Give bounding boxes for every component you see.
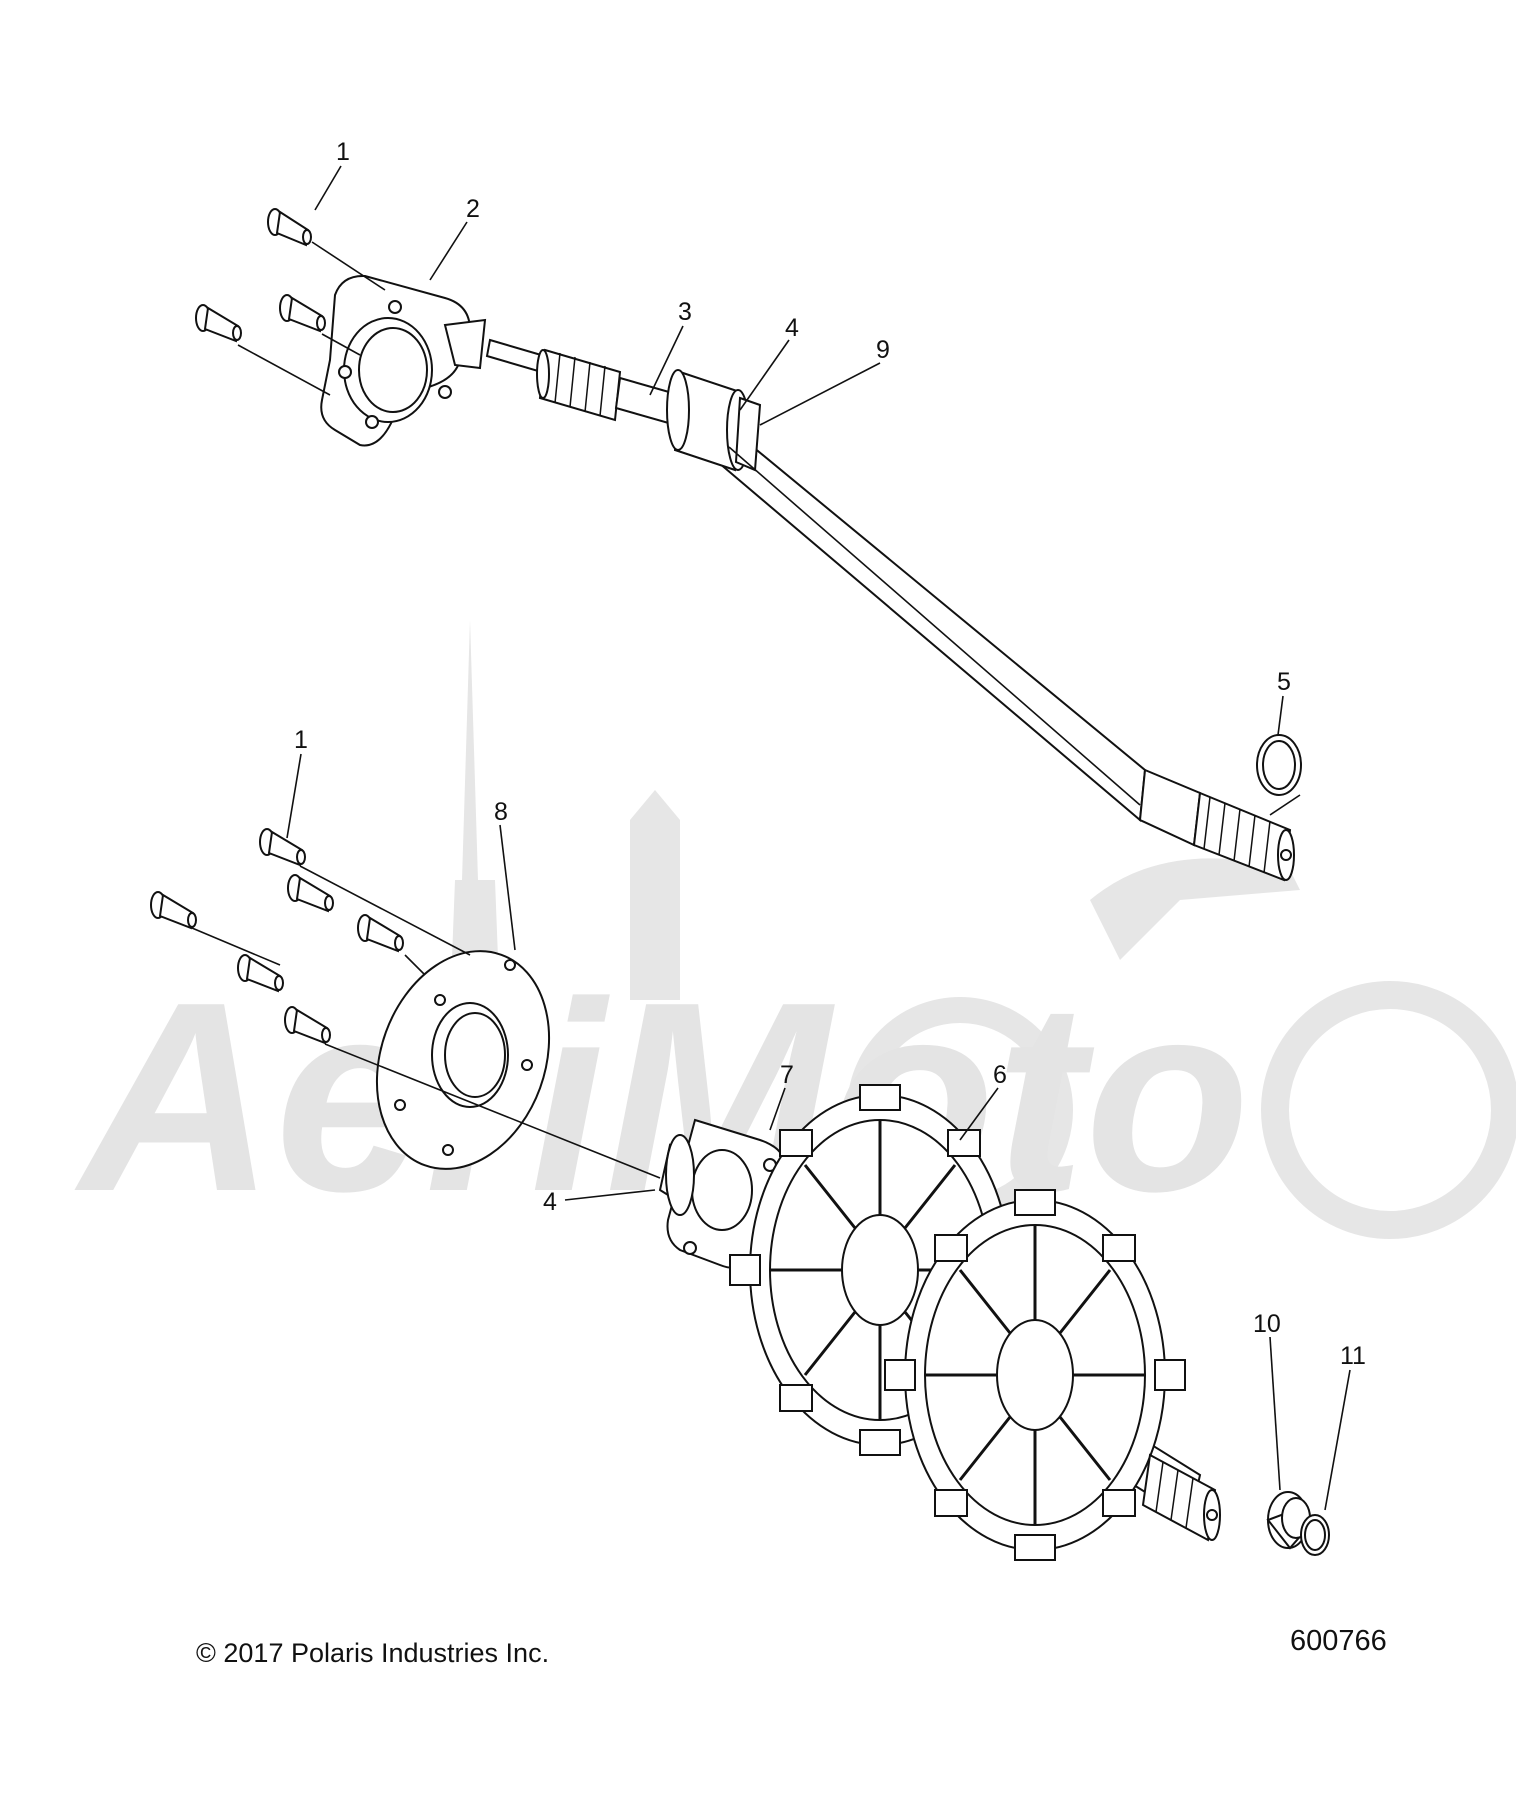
bolt bbox=[150, 891, 197, 930]
callout-bearing-cup: 10 bbox=[1253, 1310, 1281, 1338]
callout-bearing-lower: 4 bbox=[543, 1188, 557, 1216]
callout-labels: 1 2 3 4 9 5 1 8 7 6 4 10 11 bbox=[294, 138, 1366, 1370]
watermark-tower bbox=[630, 790, 680, 1000]
lower-assembly bbox=[150, 828, 1330, 1561]
watermark-text: AeriMoto bbox=[72, 947, 1250, 1248]
drive-shaft bbox=[536, 348, 1295, 882]
flange-cutout bbox=[443, 318, 487, 370]
bolt bbox=[357, 914, 404, 953]
watermark-motorcycle-frame bbox=[1090, 858, 1300, 960]
drive-sprocket bbox=[884, 1189, 1186, 1561]
callout-bolt-upper: 1 bbox=[336, 138, 350, 166]
bolt bbox=[237, 954, 284, 993]
diagram-number: 600766 bbox=[1290, 1625, 1387, 1657]
watermark-wheel bbox=[1261, 981, 1516, 1239]
bearing bbox=[665, 1134, 695, 1216]
sprocket-axle bbox=[658, 1084, 1221, 1561]
callout-snap-ring-upper: 5 bbox=[1277, 668, 1291, 696]
callout-flange-plate: 2 bbox=[466, 195, 480, 223]
bolt bbox=[259, 828, 306, 867]
bolt bbox=[267, 208, 312, 247]
leader-lines bbox=[191, 165, 1351, 1511]
callout-bolt-lower: 1 bbox=[294, 726, 308, 754]
bolt bbox=[284, 1006, 331, 1045]
bolt bbox=[287, 874, 334, 913]
callout-bearing-upper: 4 bbox=[785, 314, 799, 342]
callout-bearing-housing: 7 bbox=[780, 1061, 794, 1089]
callout-drive-shaft: 3 bbox=[678, 298, 692, 326]
callout-snap-ring-lower: 11 bbox=[1340, 1342, 1366, 1370]
callout-drive-sprocket: 6 bbox=[993, 1061, 1007, 1089]
bolt bbox=[195, 304, 242, 343]
callout-retainer-plate: 8 bbox=[494, 798, 508, 826]
bolt bbox=[279, 294, 326, 333]
copyright-notice: © 2017 Polaris Industries Inc. bbox=[196, 1638, 550, 1668]
watermark-spire bbox=[450, 620, 500, 1010]
upper-assembly bbox=[195, 208, 1302, 882]
callout-item-9: 9 bbox=[876, 336, 890, 364]
